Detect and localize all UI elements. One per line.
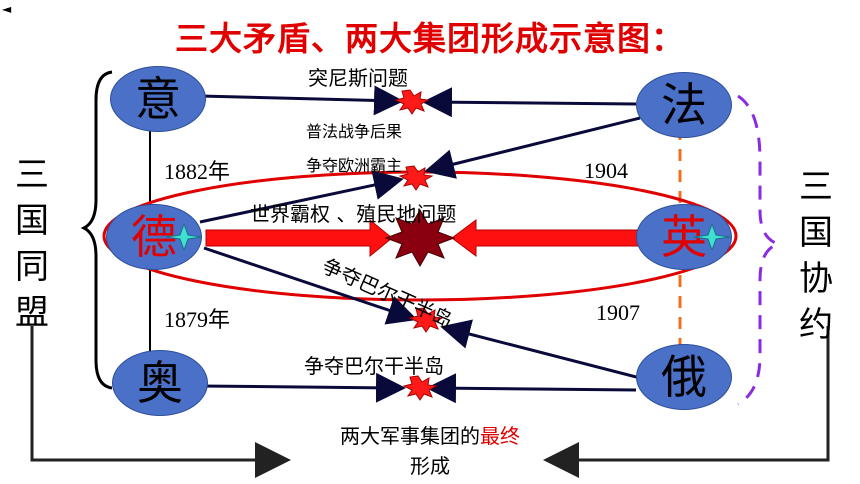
label-triple-alliance: 三国同盟 bbox=[12, 152, 52, 336]
vertical-char: 三 bbox=[15, 155, 49, 195]
year-1907: 1907 bbox=[596, 300, 640, 325]
caption-highlight: 最终 bbox=[480, 424, 520, 448]
conflict-burst-tunisia bbox=[394, 89, 430, 115]
arrow-germany-balkans bbox=[203, 246, 418, 325]
year-1879: 1879年 bbox=[164, 307, 231, 332]
node-austria: 奥 bbox=[112, 350, 208, 416]
vertical-char: 同 bbox=[15, 247, 49, 287]
conflict-burst-balkans-bottom bbox=[402, 375, 438, 401]
vertical-char: 国 bbox=[799, 213, 833, 253]
vertical-char: 三 bbox=[799, 167, 833, 207]
arrow-germany-hegemony bbox=[199, 170, 404, 224]
node-france: 法 bbox=[636, 72, 732, 138]
vertical-char: 国 bbox=[15, 201, 49, 241]
conflict-burst-europe bbox=[398, 165, 434, 191]
arrow-russia-balkans bbox=[440, 319, 641, 380]
entente-formation-arrow bbox=[543, 326, 830, 478]
label-triple-entente: 三国协约 bbox=[796, 164, 836, 348]
year-1904: 1904 bbox=[584, 158, 628, 183]
arrow-austria-balkans bbox=[199, 372, 406, 403]
conflict-burst-world bbox=[384, 208, 456, 268]
page-title: 三大矛盾、两大集团形成示意图： bbox=[175, 19, 685, 58]
formation-caption-line1: 两大军事集团的最终 bbox=[300, 420, 560, 449]
nav-back-marker[interactable]: ◄ bbox=[2, 2, 12, 16]
arrow-russia-balkans-bottom bbox=[426, 373, 637, 404]
formation-caption-line2: 形成 bbox=[410, 454, 450, 478]
arrow-britain-world bbox=[451, 219, 641, 257]
arrow-france-hegemony bbox=[424, 116, 641, 179]
arrow-germany-world bbox=[205, 218, 393, 258]
arrow-italy-tunisia bbox=[199, 85, 404, 116]
label-europe-hegemony: 争夺欧洲霸主 bbox=[306, 156, 403, 175]
year-1882: 1882年 bbox=[164, 159, 231, 184]
sparkle-icon bbox=[694, 224, 730, 250]
vertical-char: 盟 bbox=[15, 293, 49, 333]
node-russia: 俄 bbox=[636, 344, 732, 410]
caption-prefix: 两大军事集团的 bbox=[340, 424, 480, 448]
alliance-brace bbox=[80, 70, 113, 390]
conflict-burst-balkans bbox=[408, 307, 444, 333]
node-italy: 意 bbox=[110, 66, 206, 132]
label-franco-prussian: 普法战争后果 bbox=[306, 122, 403, 141]
alliance-formation-arrow bbox=[30, 326, 291, 478]
sparkle-icon bbox=[166, 224, 202, 250]
vertical-char: 协 bbox=[799, 259, 833, 299]
vertical-char: 约 bbox=[799, 305, 833, 345]
label-tunisia: 突尼斯问题 bbox=[308, 66, 408, 90]
arrow-france-tunisia bbox=[422, 87, 637, 118]
label-balkans-bottom: 争夺巴尔干半岛 bbox=[304, 354, 444, 378]
label-world-hegemony: 世界霸权 、殖民地问题 bbox=[250, 202, 457, 226]
entente-bracket bbox=[737, 94, 783, 406]
